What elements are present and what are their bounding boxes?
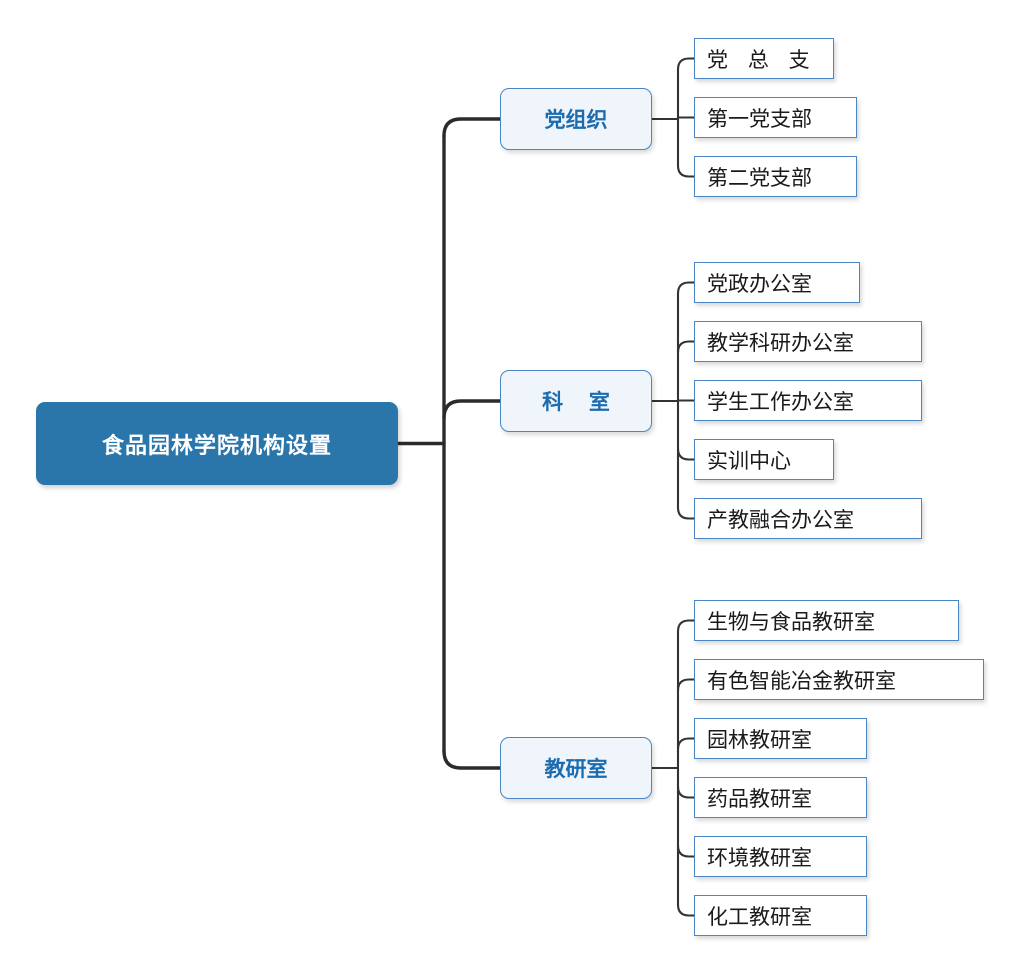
- branch-node-label: 教研室: [544, 758, 608, 781]
- leaf-node-label: 药品教研室: [707, 787, 812, 811]
- branch-node-2[interactable]: 科 室: [500, 370, 652, 432]
- branch-node-label: 科 室: [542, 391, 620, 414]
- leaf-node-3-6[interactable]: 化工教研室: [694, 895, 867, 936]
- leaf-node-2-4[interactable]: 实训中心: [694, 439, 834, 480]
- leaf-node-label: 第二党支部: [707, 166, 812, 190]
- leaf-node-1-1[interactable]: 党 总 支: [694, 38, 834, 79]
- branch-node-1[interactable]: 党组织: [500, 88, 652, 150]
- leaf-node-label: 产教融合办公室: [707, 508, 854, 532]
- root-node-label: 食品园林学院机构设置: [101, 432, 332, 458]
- leaf-node-label: 学生工作办公室: [707, 390, 854, 414]
- root-node[interactable]: 食品园林学院机构设置: [36, 402, 398, 485]
- leaf-node-1-2[interactable]: 第一党支部: [694, 97, 857, 138]
- leaf-node-label: 第一党支部: [707, 107, 812, 131]
- leaf-node-label: 党政办公室: [707, 272, 812, 296]
- leaf-node-label: 实训中心: [707, 449, 791, 473]
- leaf-node-2-1[interactable]: 党政办公室: [694, 262, 860, 303]
- leaf-node-3-2[interactable]: 有色智能冶金教研室: [694, 659, 984, 700]
- leaf-node-1-3[interactable]: 第二党支部: [694, 156, 857, 197]
- branch-node-label: 党组织: [544, 109, 608, 132]
- leaf-node-label: 有色智能冶金教研室: [707, 669, 896, 693]
- leaf-node-2-5[interactable]: 产教融合办公室: [694, 498, 922, 539]
- leaf-node-3-1[interactable]: 生物与食品教研室: [694, 600, 959, 641]
- leaf-node-label: 化工教研室: [707, 905, 812, 929]
- leaf-node-label: 党 总 支: [707, 48, 817, 72]
- leaf-node-label: 园林教研室: [707, 728, 812, 752]
- leaf-node-3-3[interactable]: 园林教研室: [694, 718, 867, 759]
- leaf-node-label: 生物与食品教研室: [707, 610, 875, 634]
- leaf-node-2-2[interactable]: 教学科研办公室: [694, 321, 922, 362]
- leaf-node-3-5[interactable]: 环境教研室: [694, 836, 867, 877]
- leaf-node-3-4[interactable]: 药品教研室: [694, 777, 867, 818]
- branch-node-3[interactable]: 教研室: [500, 737, 652, 799]
- leaf-node-label: 教学科研办公室: [707, 331, 854, 355]
- leaf-node-2-3[interactable]: 学生工作办公室: [694, 380, 922, 421]
- leaf-node-label: 环境教研室: [707, 846, 812, 870]
